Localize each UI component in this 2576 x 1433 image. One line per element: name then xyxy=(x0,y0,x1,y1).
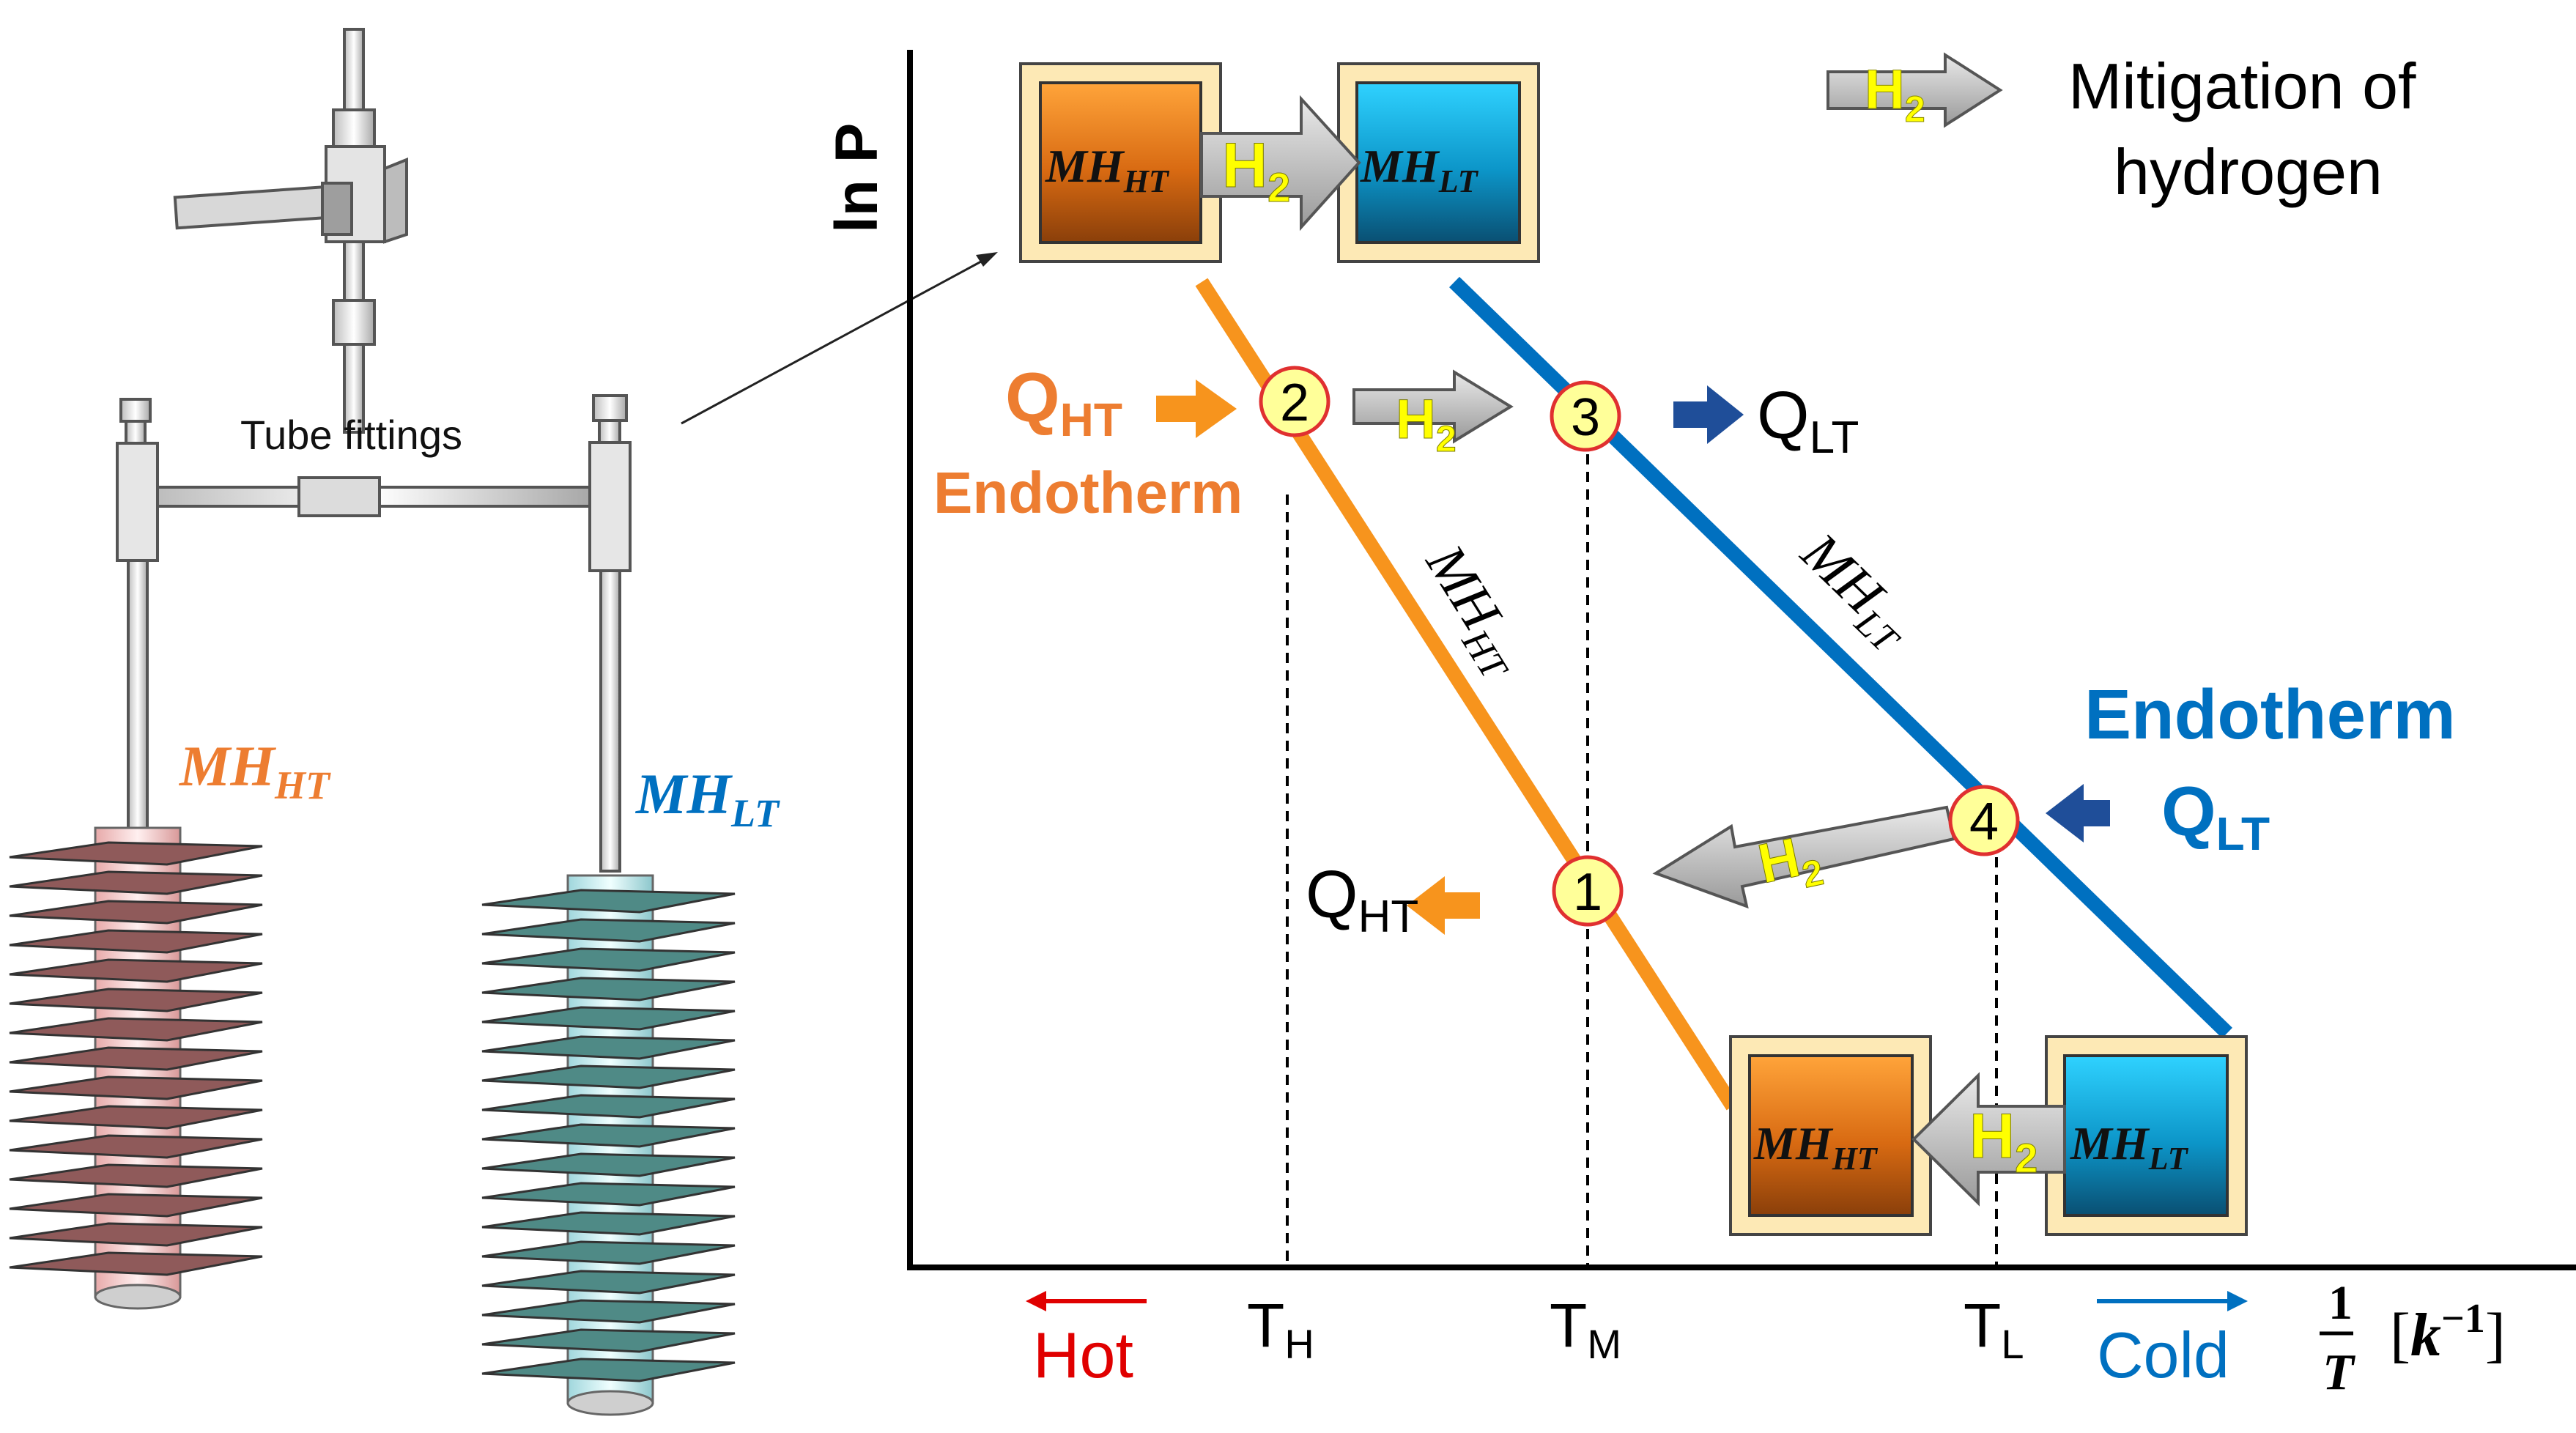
h2-arrow-4-to-1: H2 xyxy=(1652,805,1956,909)
x-axis-unit: [k−1] xyxy=(2390,1296,2506,1369)
state-point-1: 1 xyxy=(1552,855,1624,927)
mh-lt-line-label: MHLT xyxy=(1784,521,1927,662)
top-lt-label: MHLT xyxy=(1360,140,1479,199)
valve-icon xyxy=(173,28,408,434)
reactor-ht-label: MHHT xyxy=(178,734,331,807)
h2-arrow-2-to-3: H2 xyxy=(1352,369,1514,460)
svg-text:4: 4 xyxy=(1969,793,1999,851)
vant-hoff-diagram: ln P MHHT MHLT TH TM TL Hot Cold 1 T [k−… xyxy=(823,50,2576,1401)
state-points: 1 2 3 4 xyxy=(1259,366,2020,927)
qlt-in-arrow xyxy=(2046,784,2110,843)
state-point-3: 3 xyxy=(1550,380,1621,452)
svg-text:H2: H2 xyxy=(1865,59,1925,130)
x-axis-frac-den: T xyxy=(2323,1344,2356,1401)
legend-line-1: Mitigation of xyxy=(2068,50,2416,122)
bottom-ht-box xyxy=(1748,1054,1914,1217)
top-lt-box xyxy=(1355,81,1521,244)
qlt-out-label: QLT xyxy=(1757,378,1859,463)
bottom-reactor-pair: MHHT MHLT H2 xyxy=(1729,1035,2248,1236)
x-axis-frac-num: 1 xyxy=(2328,1276,2353,1330)
hot-arrow-head xyxy=(1026,1291,1046,1311)
mh-ht-line-label: MHHT xyxy=(1407,534,1540,688)
pointer-line xyxy=(681,255,991,425)
tube-fittings-icon xyxy=(116,394,632,873)
qht-in-arrow xyxy=(1156,379,1237,438)
bottom-lt-label: MHLT xyxy=(2070,1117,2189,1177)
bottom-h2-arrow xyxy=(1911,1072,2066,1207)
top-h2-arrow xyxy=(1200,95,1361,232)
qht-out-label: QHT xyxy=(1306,857,1418,942)
endotherm-ht-label: Endotherm xyxy=(933,460,1243,525)
legend-line-2: hydrogen xyxy=(2114,136,2383,208)
bottom-ht-label: MHHT xyxy=(1753,1117,1879,1177)
svg-text:3: 3 xyxy=(1571,388,1600,447)
endotherm-lt-label: Endotherm xyxy=(2084,675,2456,754)
qht-in-label: QHT xyxy=(1005,358,1122,446)
qlt-in-label: QLT xyxy=(2161,772,2270,860)
state-point-4: 4 xyxy=(1948,785,2020,856)
tube-fittings-label: Tube fittings xyxy=(240,412,462,458)
tick-th: TH xyxy=(1247,1291,1314,1367)
top-h2-label: H2 xyxy=(1222,130,1290,210)
qlt-out-arrow xyxy=(1673,385,1744,444)
bottom-lt-box xyxy=(2063,1054,2229,1217)
cold-label: Cold xyxy=(2097,1319,2229,1391)
qht-out-arrow xyxy=(1407,876,1480,935)
svg-text:2: 2 xyxy=(1280,374,1309,432)
tick-tl: TL xyxy=(1964,1291,2024,1367)
mh-ht-reactor-icon xyxy=(9,826,263,1310)
cold-arrow-head xyxy=(2227,1291,2248,1311)
top-ht-label: MHHT xyxy=(1045,140,1170,199)
svg-text:H2: H2 xyxy=(1396,388,1457,459)
hot-label: Hot xyxy=(1033,1319,1133,1391)
svg-text:1: 1 xyxy=(1573,863,1602,922)
bottom-h2-label: H2 xyxy=(1969,1101,2038,1181)
pointer-arrowhead xyxy=(976,252,998,267)
apparatus-illustration: Tube fittings MHHT MHLT xyxy=(9,28,998,1416)
h2-transfer-arrow-icon: H2 xyxy=(1826,52,2003,130)
mh-lt-reactor-icon xyxy=(481,874,736,1416)
reactor-lt-label: MHLT xyxy=(634,762,780,835)
legend: H2 Mitigation of hydrogen xyxy=(1826,50,2416,208)
state-point-2: 2 xyxy=(1259,366,1330,437)
y-axis-label: ln P xyxy=(823,123,890,233)
top-reactor-pair: MHHT MHLT H2 xyxy=(1019,62,1540,263)
tick-tm: TM xyxy=(1550,1291,1621,1367)
x-axis-label: 1 T [k−1] xyxy=(2320,1276,2506,1401)
